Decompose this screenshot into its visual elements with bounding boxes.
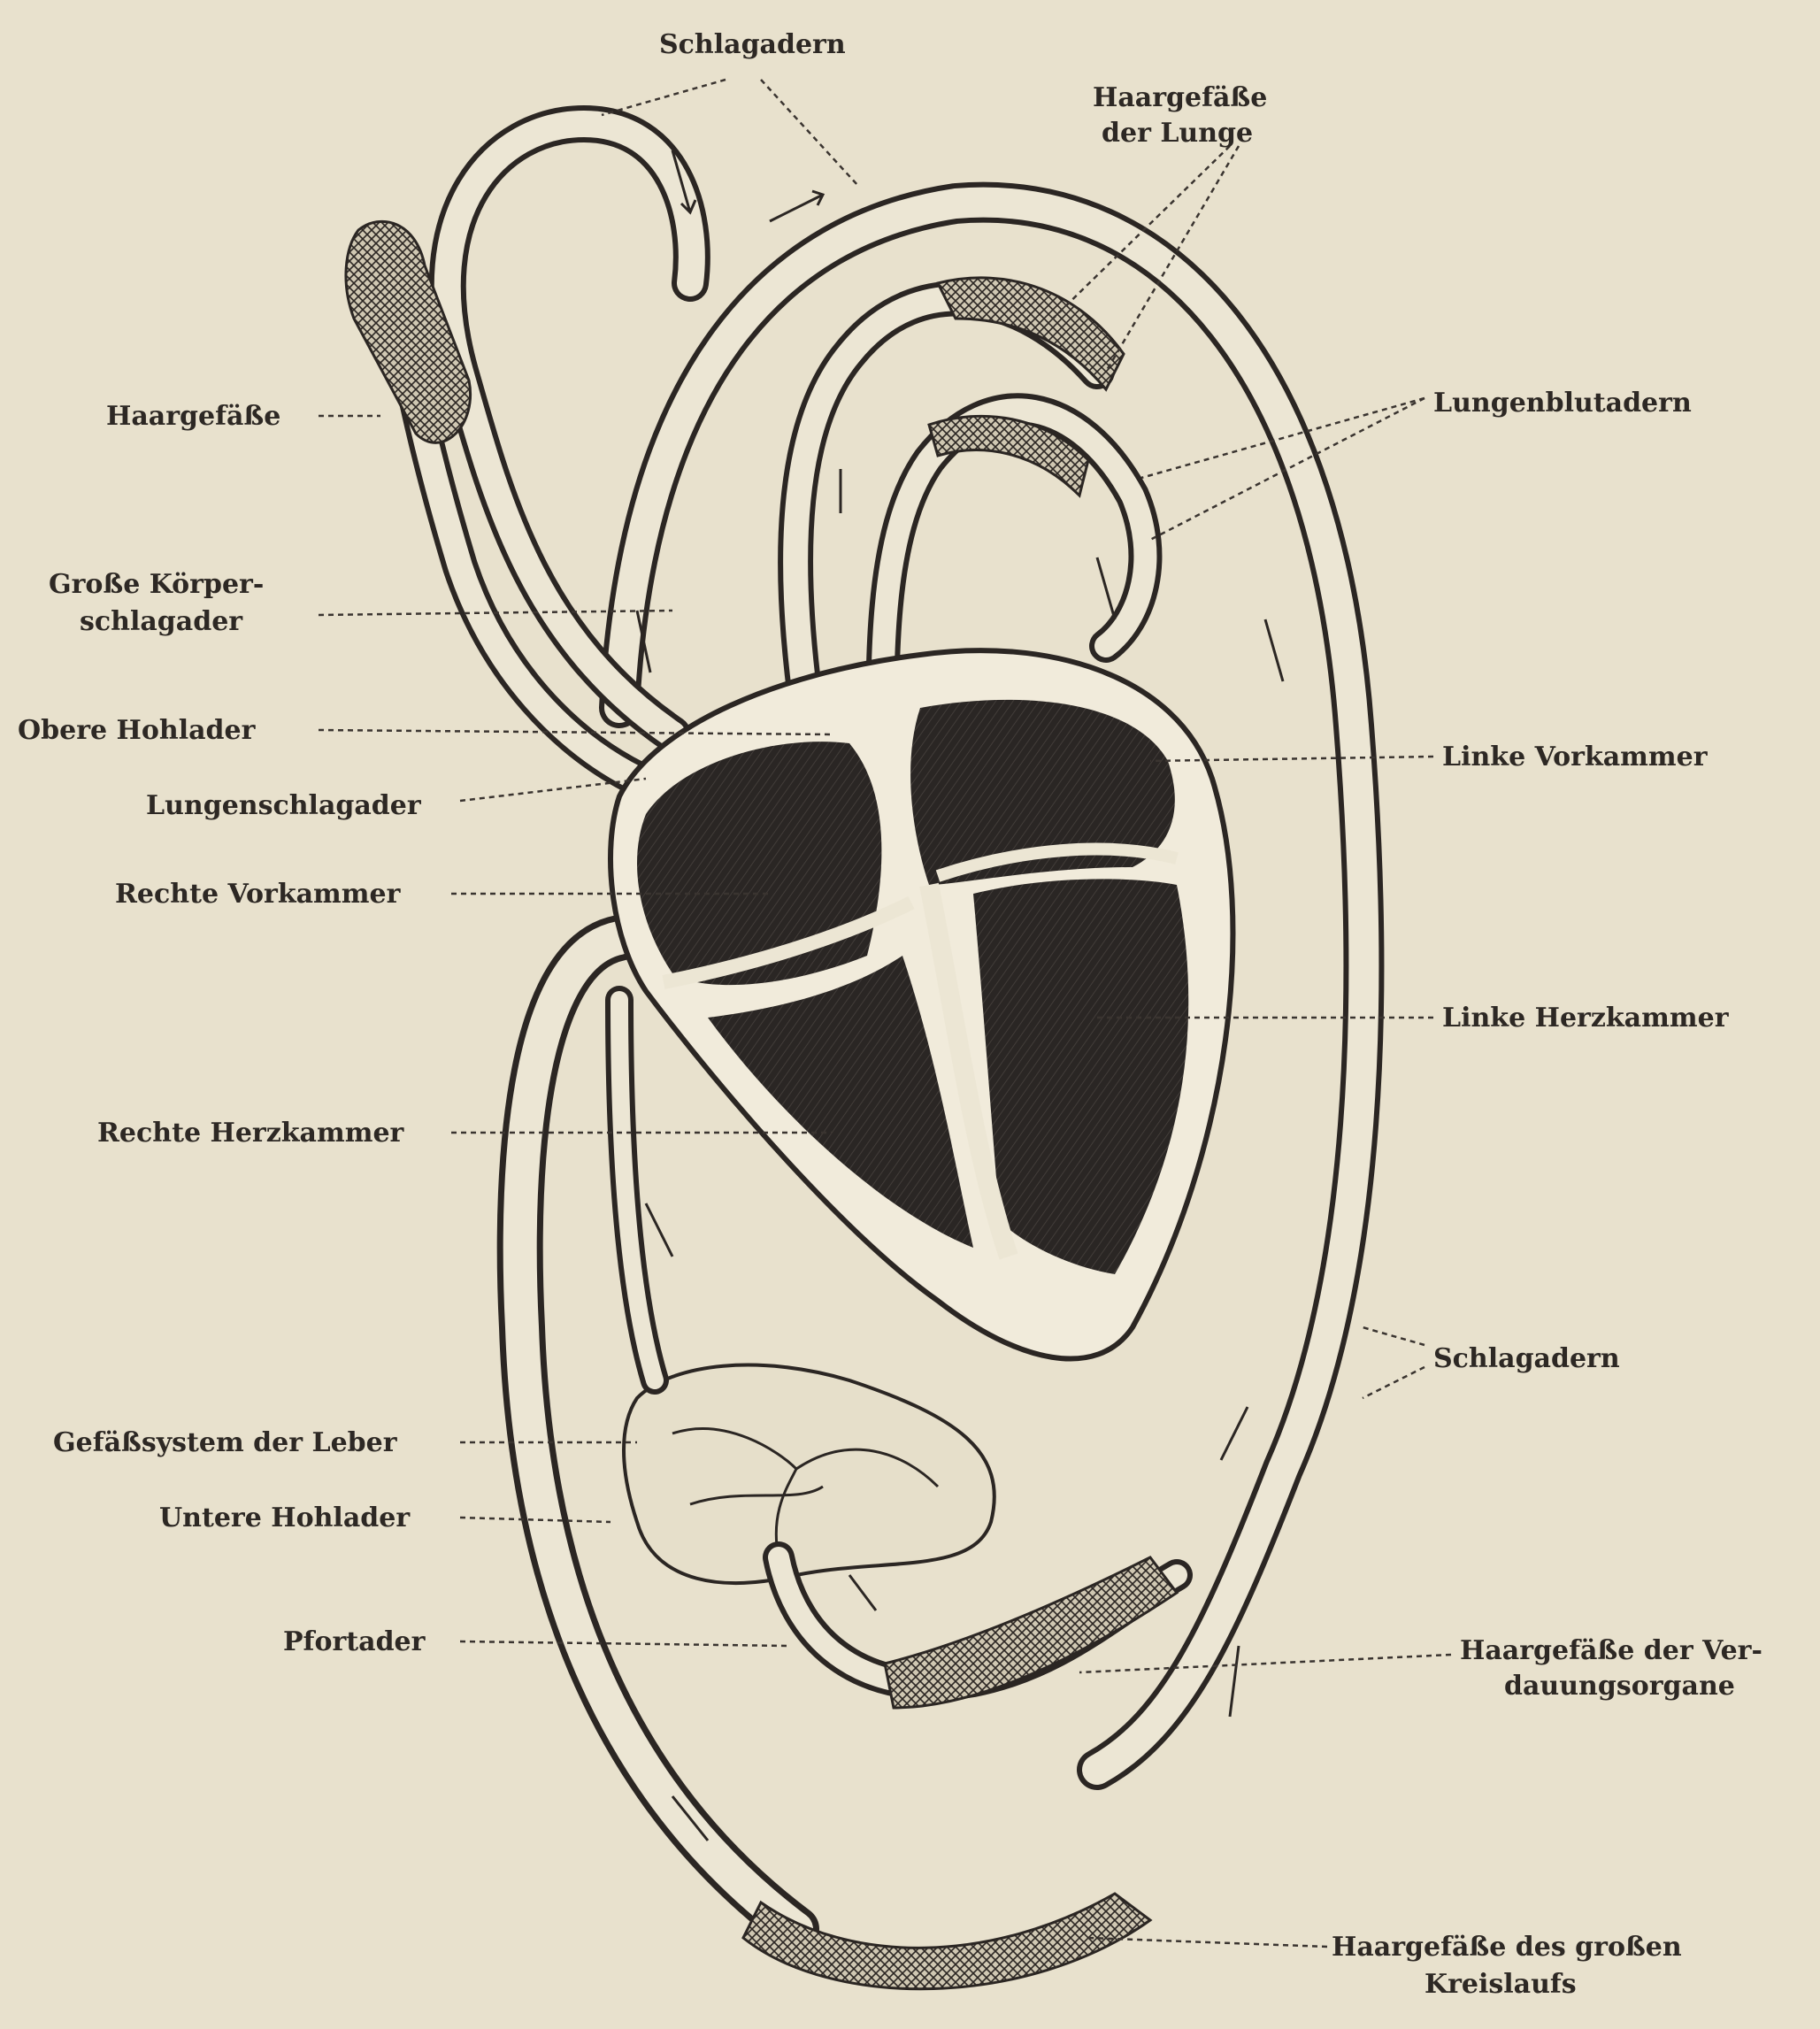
label-lungenblutadern: Lungenblutadern (1433, 388, 1692, 419)
label-rechte-herzkammer: Rechte Herzkammer (97, 1118, 405, 1149)
label-pfortader: Pfortader (283, 1626, 426, 1657)
label-haargefaesse-lunge-1: Haargefäße (1093, 82, 1267, 113)
label-schlagadern-top: Schlagadern (659, 29, 846, 60)
label-untere-hohlader: Untere Hohlader (159, 1503, 411, 1533)
label-linke-vorkammer: Linke Vorkammer (1442, 742, 1709, 772)
label-haargefaesse-left: Haargefäße (106, 401, 280, 432)
label-obere-hohlader: Obere Hohlader (18, 715, 257, 746)
vessel-network (346, 124, 1363, 1989)
label-haargefaesse-lunge-2: der Lunge (1102, 118, 1253, 149)
label-haargefaesse-kreislauf-2: Kreislaufs (1425, 1969, 1577, 2000)
label-grosse-koerperschlagader-2: schlagader (80, 606, 243, 637)
label-haargefaesse-verdauung-2: dauungsorgane (1504, 1671, 1735, 1702)
label-schlagadern-right: Schlagadern (1433, 1343, 1620, 1374)
liver (624, 1365, 994, 1584)
label-rechte-vorkammer: Rechte Vorkammer (115, 879, 402, 910)
label-lungenschlagader: Lungenschlagader (146, 790, 422, 821)
label-gefaesssystem-leber: Gefäßsystem der Leber (53, 1427, 398, 1458)
label-haargefaesse-kreislauf-1: Haargefäße des großen (1332, 1932, 1682, 1963)
label-linke-herzkammer: Linke Herzkammer (1442, 1003, 1730, 1034)
heart (611, 650, 1233, 1358)
label-haargefaesse-verdauung-1: Haargefäße der Ver- (1460, 1635, 1762, 1666)
label-grosse-koerperschlagader-1: Große Körper- (49, 569, 264, 600)
